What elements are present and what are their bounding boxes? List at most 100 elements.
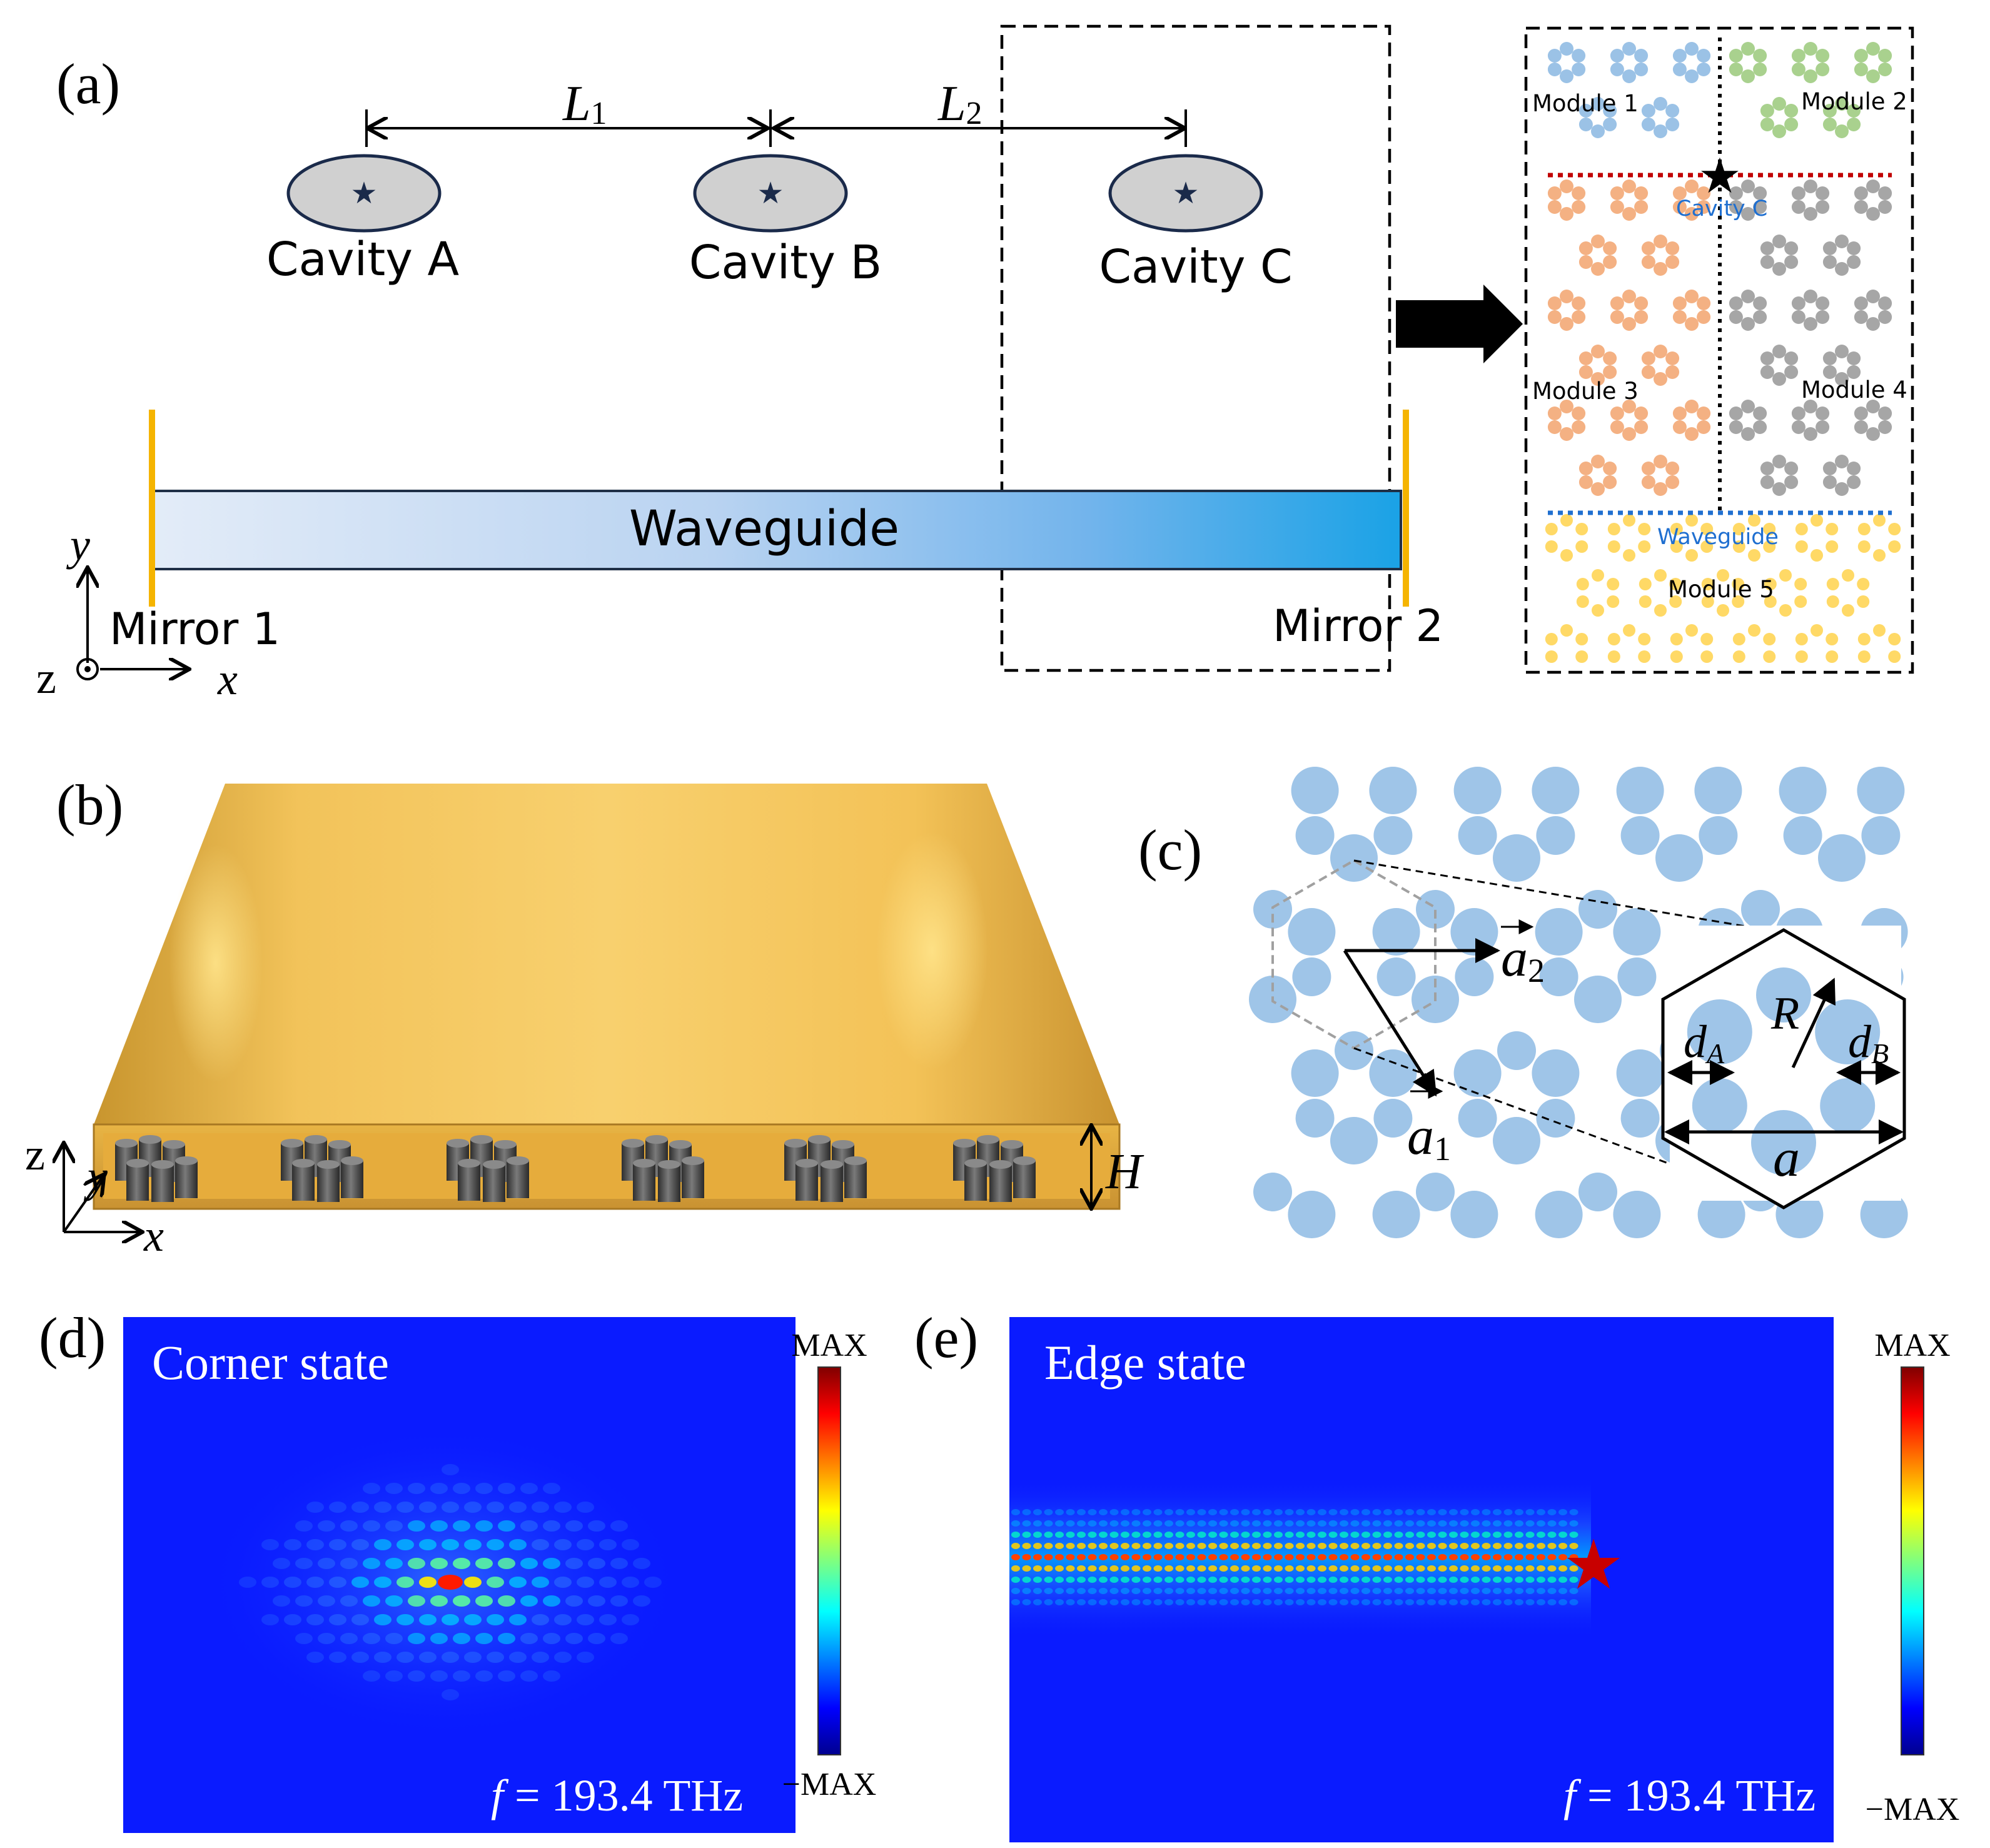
inset-rod xyxy=(1622,179,1636,193)
edge-field-spot xyxy=(1099,1577,1108,1583)
edge-field-spot xyxy=(1547,1577,1557,1583)
edge-field-spot xyxy=(1471,1599,1480,1605)
edge-field-spot xyxy=(1241,1565,1250,1572)
corner-field-spot xyxy=(408,1633,425,1644)
edge-field-spot xyxy=(1438,1520,1447,1527)
edge-field-spot xyxy=(1340,1577,1348,1583)
pillar-top xyxy=(808,1135,831,1144)
inset-rod xyxy=(1701,595,1714,608)
edge-field-spot xyxy=(1569,1520,1578,1527)
corner-field-spot xyxy=(419,1502,437,1513)
inset-rod xyxy=(1888,633,1901,645)
inset-rod xyxy=(1697,200,1711,214)
edge-field-spot xyxy=(1493,1577,1502,1583)
edge-field-spot xyxy=(1482,1532,1491,1538)
edge-field-spot xyxy=(1219,1565,1228,1572)
edge-field-spot xyxy=(1438,1577,1447,1583)
inset-rod xyxy=(1634,420,1649,434)
enlarged-rod xyxy=(1756,967,1811,1022)
edge-field-spot xyxy=(1241,1509,1250,1515)
corner-field-spot xyxy=(543,1633,560,1644)
corner-field-spot xyxy=(363,1520,380,1532)
z-axis-out-icon xyxy=(76,658,99,680)
inset-rod xyxy=(1697,49,1711,63)
lattice-rod xyxy=(1416,890,1455,929)
corner-field-spot xyxy=(442,1539,459,1550)
edge-field-spot xyxy=(1503,1554,1513,1560)
edge-field-spot xyxy=(1503,1588,1513,1594)
edge-field-spot xyxy=(1427,1520,1436,1527)
edge-field-spot xyxy=(1055,1588,1064,1594)
inset-rod xyxy=(1592,569,1604,582)
corner-field-spot xyxy=(408,1483,425,1494)
corner-field-spot xyxy=(520,1483,538,1494)
edge-field-spot xyxy=(1131,1532,1141,1538)
inset-rod xyxy=(1878,200,1892,214)
edge-field-spot xyxy=(1252,1554,1261,1560)
pillar-top xyxy=(633,1159,655,1168)
inset-rod xyxy=(1854,420,1868,434)
edge-field-spot xyxy=(1493,1509,1502,1515)
edge-field-spot xyxy=(1022,1543,1031,1549)
edge-field-spot xyxy=(1449,1599,1458,1605)
edge-field-spot xyxy=(1186,1509,1195,1515)
inset-rod xyxy=(1634,200,1649,214)
edge-field-spot xyxy=(1219,1588,1228,1594)
edge-field-spot xyxy=(1525,1588,1535,1594)
edge-field-spot xyxy=(1186,1532,1195,1538)
waveguide-bar xyxy=(151,490,1402,570)
corner-field-spot xyxy=(498,1670,515,1682)
edge-field-spot xyxy=(1033,1588,1042,1594)
inset-rod xyxy=(1804,207,1817,221)
edge-field-spot xyxy=(1438,1565,1447,1572)
inset-rod xyxy=(1623,514,1635,527)
edge-field-spot xyxy=(1033,1577,1042,1583)
inset-rod xyxy=(1634,406,1649,420)
edge-field-spot xyxy=(1109,1543,1119,1549)
enlarged-rod xyxy=(1692,1078,1747,1133)
inset-rod xyxy=(1641,241,1655,255)
edge-field-spot xyxy=(1143,1520,1151,1527)
dA-label: dA xyxy=(1684,1016,1725,1069)
inset-rod xyxy=(1654,97,1667,111)
edge-field-spot xyxy=(1099,1588,1108,1594)
corner-field-spot xyxy=(318,1595,335,1607)
corner-field-spot xyxy=(363,1670,380,1682)
inset-rod xyxy=(1854,296,1868,310)
corner-field-spot xyxy=(318,1558,335,1569)
inset-rod xyxy=(1811,624,1823,637)
inset-rod xyxy=(1591,124,1605,138)
corner-field-spot xyxy=(475,1633,493,1644)
edge-field-spot xyxy=(1197,1565,1206,1572)
edge-field-spot xyxy=(1011,1543,1020,1549)
edge-field-spot xyxy=(1383,1520,1392,1527)
edge-field-spot xyxy=(1306,1577,1316,1583)
edge-field-spot xyxy=(1164,1577,1173,1583)
inset-rod xyxy=(1610,63,1624,76)
corner-field-spot xyxy=(363,1483,380,1494)
lattice-rod xyxy=(1655,834,1703,882)
inset-rod xyxy=(1835,262,1849,276)
edge-field-spot xyxy=(1482,1577,1491,1583)
inset-rod xyxy=(1697,186,1711,200)
edge-field-spot xyxy=(1438,1509,1447,1515)
corner-field-spot xyxy=(442,1689,459,1700)
edge-field-spot xyxy=(1153,1599,1163,1605)
edge-field-spot xyxy=(1230,1509,1239,1515)
inset-rod xyxy=(1842,569,1854,582)
edge-field-spot xyxy=(1186,1599,1195,1605)
inset-rod xyxy=(1547,49,1562,63)
inset-rod xyxy=(1701,578,1714,590)
edge-field-spot xyxy=(1263,1565,1272,1572)
edge-field-spot xyxy=(1263,1532,1272,1538)
edge-field-spot xyxy=(1372,1588,1381,1594)
edge-colorbar-max: MAX xyxy=(1874,1328,1950,1363)
edge-field-spot xyxy=(1208,1565,1217,1572)
inset-rod xyxy=(1741,400,1755,413)
edge-field-spot xyxy=(1131,1543,1141,1549)
edge-field-spot xyxy=(1537,1599,1545,1605)
inset-rod xyxy=(1622,317,1636,331)
edge-field-spot xyxy=(1350,1520,1360,1527)
edge-field-spot xyxy=(1230,1554,1239,1560)
edge-field-spot xyxy=(1022,1520,1031,1527)
